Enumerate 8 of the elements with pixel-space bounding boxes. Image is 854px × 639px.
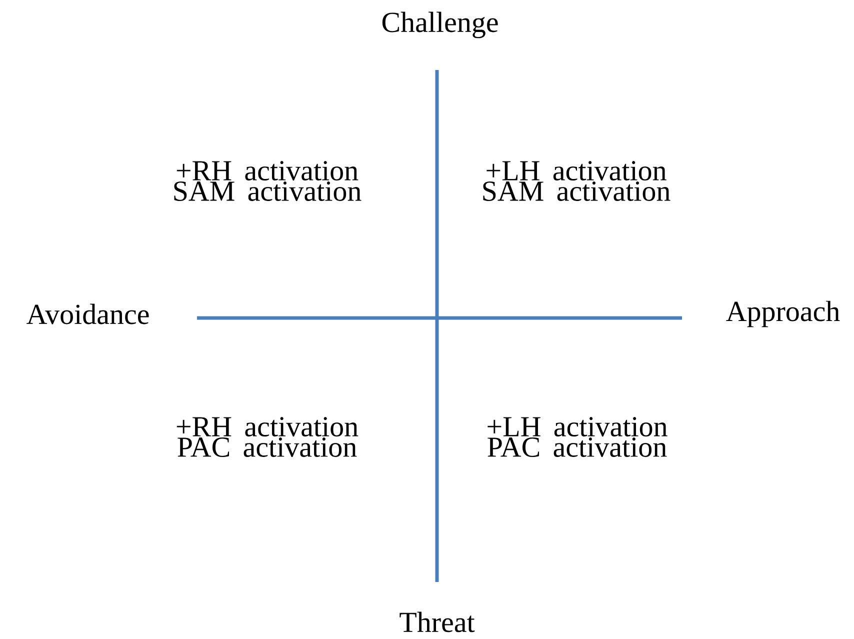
axis-label: Threat bbox=[400, 612, 475, 632]
quadrant-text: +LH activation PAC activation bbox=[488, 417, 668, 457]
quadrant-text: +RH activation PAC activation bbox=[176, 417, 358, 457]
quadrant-text: +LH activation SAM activation bbox=[483, 161, 670, 201]
quadrant-text: +RH activation SAM activation bbox=[174, 161, 362, 201]
axis-label: Challenge bbox=[382, 12, 498, 38]
axis-label: Approach bbox=[726, 300, 840, 328]
axis-label: Avoidance bbox=[26, 304, 149, 324]
